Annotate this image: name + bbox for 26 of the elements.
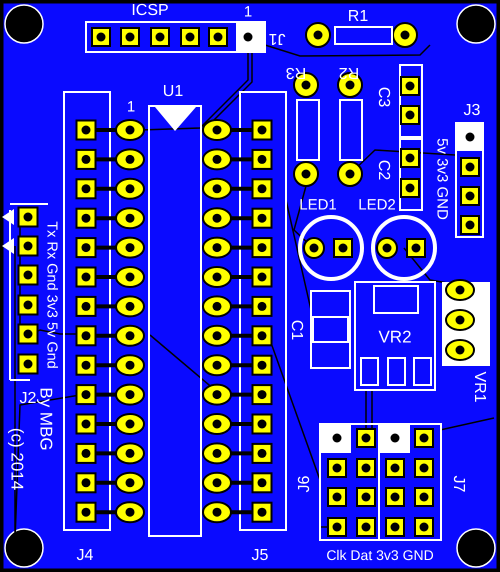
- designator-label: U1: [162, 84, 184, 100]
- designator-label: C1: [288, 320, 304, 340]
- pin-number: 1: [244, 4, 252, 20]
- designator-label: LED1: [299, 198, 337, 212]
- designator-label: J7: [450, 476, 466, 492]
- designator-label: J3: [464, 103, 480, 119]
- pin-labels: 5v 3v3 GND: [434, 138, 450, 220]
- designator-label: J2: [20, 391, 36, 407]
- designator-label: LED2: [358, 198, 396, 212]
- designator-label: C3: [375, 86, 391, 108]
- pin-number: 1: [126, 100, 136, 114]
- pin-labels: Clk Dat 3v3 GND: [326, 548, 434, 562]
- designator-label: J6: [297, 476, 313, 492]
- connector-label: ICSP: [131, 3, 169, 19]
- designator-label: J4: [76, 548, 94, 564]
- designator-label: C2: [375, 160, 391, 180]
- designator-label: VR2: [378, 328, 412, 346]
- author-note: By MBG: [38, 387, 54, 451]
- designator-label: VR1: [471, 371, 487, 403]
- designator-label: R1: [348, 9, 368, 25]
- designator-label: R2: [338, 64, 360, 80]
- designator-label: J1: [268, 30, 286, 46]
- designator-label: R3: [286, 64, 306, 80]
- copyright-note: (c) 2014: [8, 428, 26, 490]
- pin-labels: Tx Rx Gnd 3v3 5v Gnd: [44, 221, 58, 369]
- designator-label: J5: [252, 548, 268, 564]
